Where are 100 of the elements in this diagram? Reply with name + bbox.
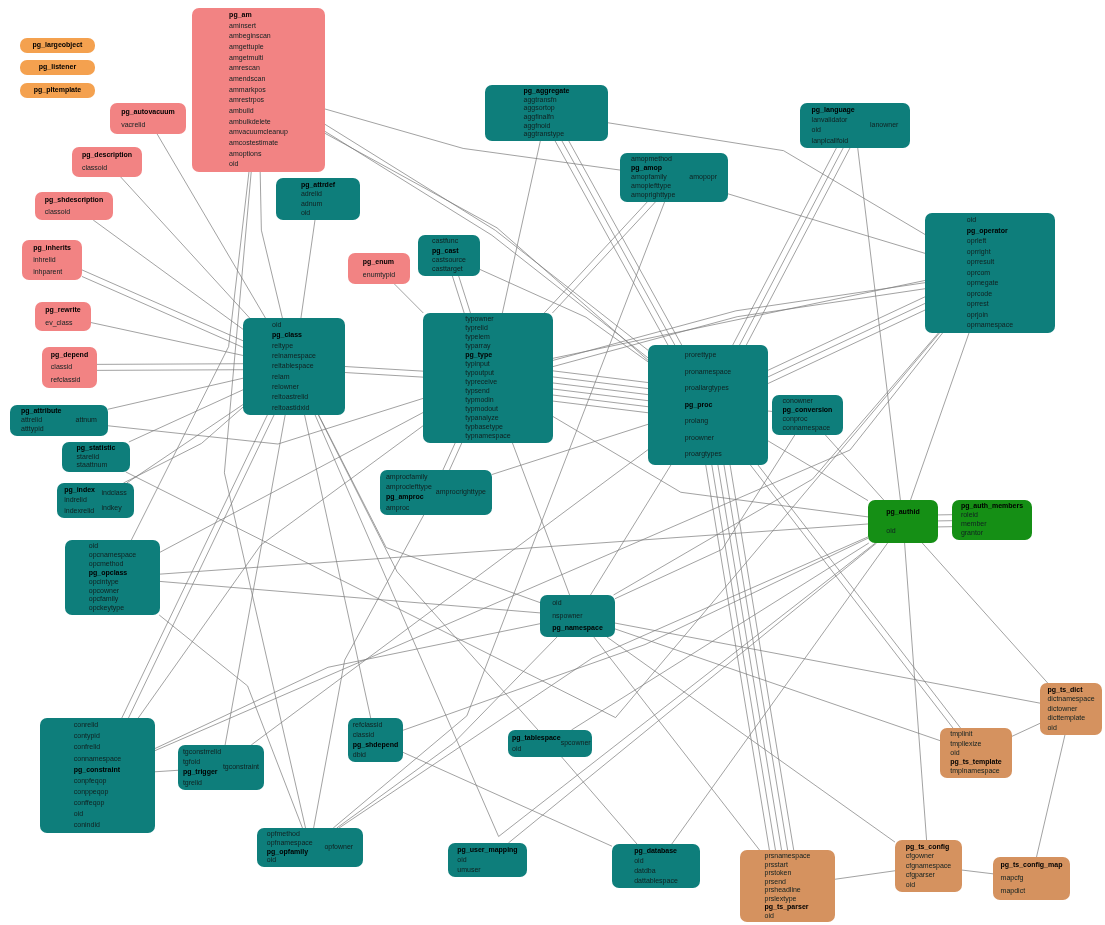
connector-line (1036, 734, 1066, 858)
connector-line (224, 171, 306, 829)
table-box (65, 540, 160, 615)
connector-line (154, 769, 179, 773)
connector-line (614, 434, 796, 600)
connector-line (128, 389, 244, 443)
connector-line (318, 414, 541, 603)
connector-line (614, 628, 941, 741)
table-box (243, 318, 345, 415)
table-box (348, 253, 410, 284)
table-box (276, 178, 360, 220)
connector-line (402, 537, 869, 731)
connector-line (344, 366, 424, 372)
table-box (192, 8, 325, 172)
table-box (10, 405, 108, 436)
table-box (800, 103, 910, 148)
connector-line (552, 388, 649, 401)
connector-line (543, 201, 648, 314)
connector-line (834, 870, 896, 880)
table-box (62, 442, 130, 472)
connector-line (449, 442, 463, 471)
table-box (72, 147, 142, 177)
connector-line (336, 636, 558, 829)
connector-line (857, 147, 901, 501)
table-box (20, 38, 95, 53)
table-box (925, 213, 1055, 333)
connector-line (921, 542, 1049, 684)
table-box (418, 235, 480, 276)
connector-line (96, 363, 244, 365)
table-box (993, 857, 1070, 900)
connector-line (90, 322, 244, 356)
table-box (423, 313, 553, 443)
connector-line (705, 464, 770, 851)
connector-line (767, 440, 869, 501)
table-box (1040, 683, 1102, 735)
table-box (448, 843, 527, 877)
connector-line (458, 275, 471, 314)
connector-line (250, 449, 649, 746)
connector-line (491, 423, 649, 475)
connector-line (552, 394, 649, 408)
table-box (740, 850, 835, 922)
connector-line (442, 442, 456, 471)
connector-line (158, 614, 303, 829)
table-box (35, 302, 91, 331)
connector-line (937, 526, 953, 528)
connector-line (137, 425, 424, 719)
table-box (110, 103, 186, 134)
connector-line (904, 542, 927, 841)
table-box (540, 595, 615, 637)
table-box (868, 500, 938, 543)
connector-line (107, 398, 424, 445)
table-box (20, 60, 95, 75)
connector-line (590, 464, 672, 596)
connector-line (156, 133, 266, 319)
connector-line (552, 382, 649, 395)
connector-line (614, 622, 1041, 704)
table-box (20, 83, 95, 98)
connector-line (452, 275, 465, 314)
table-box (772, 395, 843, 435)
connector-line (502, 140, 541, 314)
connector-line (96, 369, 244, 371)
connector-line (159, 523, 869, 575)
connector-line (606, 636, 896, 843)
connector-line (224, 414, 286, 746)
table-box (940, 728, 1012, 778)
table-box (508, 730, 592, 757)
connector-line (729, 464, 795, 851)
connector-line (607, 122, 926, 235)
connector-line (338, 536, 869, 829)
connector-line (767, 296, 926, 371)
connector-line (332, 201, 665, 829)
table-box (485, 85, 608, 141)
table-box (57, 483, 134, 518)
connector-line (131, 171, 250, 541)
table-box (895, 840, 962, 892)
connector-line (92, 219, 244, 330)
connector-line (107, 377, 244, 410)
connector-line (717, 464, 782, 851)
connector-line (671, 542, 888, 845)
connector-line (512, 442, 570, 596)
connector-line (81, 269, 244, 342)
connector-line (154, 623, 541, 749)
connector-line (159, 412, 424, 553)
connector-line (552, 400, 649, 414)
connector-line (561, 756, 638, 845)
table-box (612, 844, 700, 888)
connector-line (508, 542, 877, 844)
table-box (35, 192, 113, 220)
connector-line (159, 581, 541, 614)
table-box (42, 347, 97, 388)
connector-line (767, 410, 773, 412)
connector-line (314, 414, 876, 837)
connector-line (81, 276, 244, 348)
connector-line (593, 636, 760, 851)
table-box (178, 745, 264, 790)
connector-line (552, 376, 649, 389)
connector-line (120, 176, 250, 319)
connector-line (937, 514, 953, 516)
connector-line (1011, 723, 1041, 737)
connector-line (313, 514, 425, 829)
